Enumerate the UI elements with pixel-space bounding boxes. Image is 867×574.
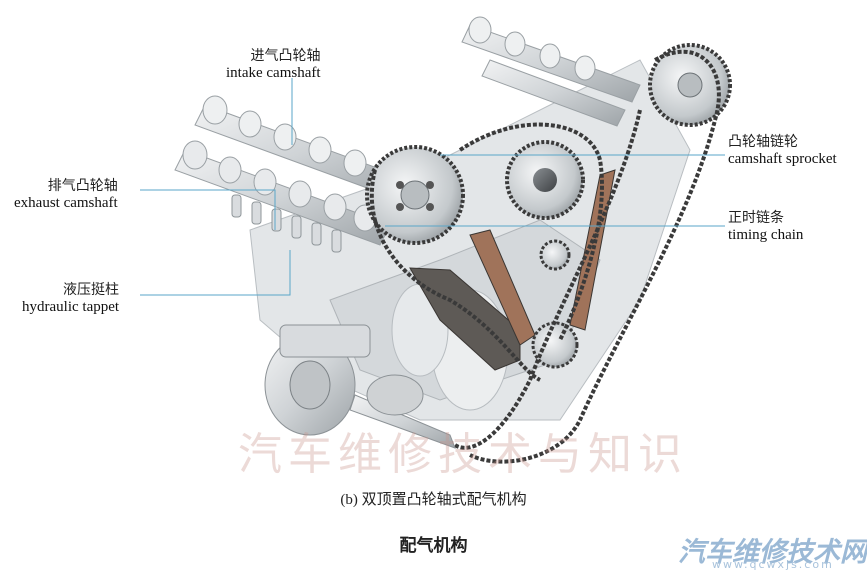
figure-caption: (b) 双顶置凸轮轴式配气机构 — [340, 492, 527, 508]
timing-chain-label: 正时链条 timing chain — [728, 210, 803, 244]
camshaft-sprocket-label-zh: 凸轮轴链轮 — [728, 134, 798, 150]
intake-camshaft — [194, 95, 411, 201]
intake-camshaft-label-en: intake camshaft — [226, 65, 321, 81]
intake-camshaft-label: 进气凸轮轴 intake camshaft — [226, 48, 321, 82]
exhaust-camshaft-label-en: exhaust camshaft — [14, 195, 118, 211]
exhaust-camshaft-label-zh: 排气凸轮轴 — [47, 178, 118, 194]
hydraulic-tappet-label-en: hydraulic tappet — [22, 299, 120, 315]
timing-chain-label-zh: 正时链条 — [728, 210, 784, 226]
timing-chain-label-en: timing chain — [728, 227, 804, 243]
camshaft-sprocket-left — [365, 145, 465, 245]
watermark-text: 汽车维修技术与知识 — [238, 429, 688, 480]
camshaft-sprocket-label: 凸轮轴链轮 camshaft sprocket — [728, 134, 837, 168]
camshaft-sprocket-label-en: camshaft sprocket — [728, 151, 837, 167]
second-bank-camshafts — [461, 16, 641, 127]
crank-sprocket — [531, 239, 579, 369]
brand-url: www.qcwxjs.com — [712, 558, 834, 571]
exhaust-camshaft — [174, 140, 391, 246]
hydraulic-tappets — [231, 194, 342, 253]
timing-chain — [369, 49, 721, 464]
camshaft-sprocket-center — [505, 140, 585, 220]
oil-pump — [264, 324, 456, 449]
hydraulic-tappet-label: 液压挺柱 hydraulic tappet — [22, 282, 119, 316]
hydraulic-tappet-label-zh: 液压挺柱 — [63, 282, 120, 298]
leader-lines — [140, 78, 725, 296]
brand-logo: 汽车维修技术网 — [678, 537, 867, 568]
intake-camshaft-label-zh: 进气凸轮轴 — [250, 48, 321, 64]
exhaust-camshaft-label: 排气凸轮轴 exhaust camshaft — [14, 178, 118, 212]
figure-title: 配气机构 — [399, 536, 468, 556]
